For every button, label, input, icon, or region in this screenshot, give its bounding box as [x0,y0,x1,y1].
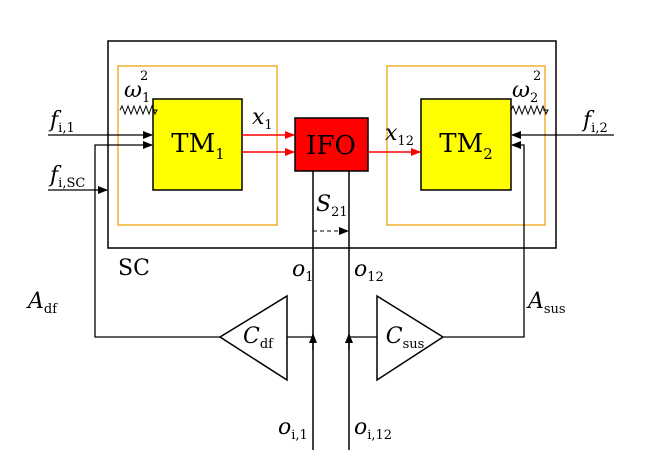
f-isc-label: fi,SC [48,163,85,191]
s21-label: S21 [316,192,348,220]
tm2-block [420,98,512,191]
cdf-label: Cdf [243,324,274,352]
f-i1-label: fi,1 [48,108,75,136]
f-i2-label: fi,2 [581,108,608,136]
asus-path [443,141,525,338]
csus-triangle [376,294,445,382]
adf-path [94,141,220,338]
ifo-label: IFO [306,131,356,161]
ifo-block [294,117,369,172]
x1-label: x1 [252,105,273,133]
oi1-label: oi,1 [278,415,308,443]
tm1-label: TM1 [171,129,225,163]
sc-label: SC [118,256,150,281]
o12-label: o12 [354,257,384,285]
tm2-label: TM2 [439,129,493,163]
spring-1 [119,104,158,116]
x12-label: x12 [385,121,414,149]
omega1-sup: 2 [140,69,148,84]
tm1-block [152,98,243,191]
csus-label: Csus [386,324,425,352]
spring-2 [510,104,549,116]
o1-label: o1 [292,257,314,285]
cdf-triangle [218,294,288,382]
adf-label: Adf [26,289,58,317]
tm2-frame [386,65,546,226]
omega2-sup: 2 [533,69,541,84]
oi12-label: oi,12 [354,415,392,443]
omega1-label: ω1 [124,78,150,106]
asus-label: Asus [526,289,566,317]
omega2-label: ω2 [512,78,538,106]
